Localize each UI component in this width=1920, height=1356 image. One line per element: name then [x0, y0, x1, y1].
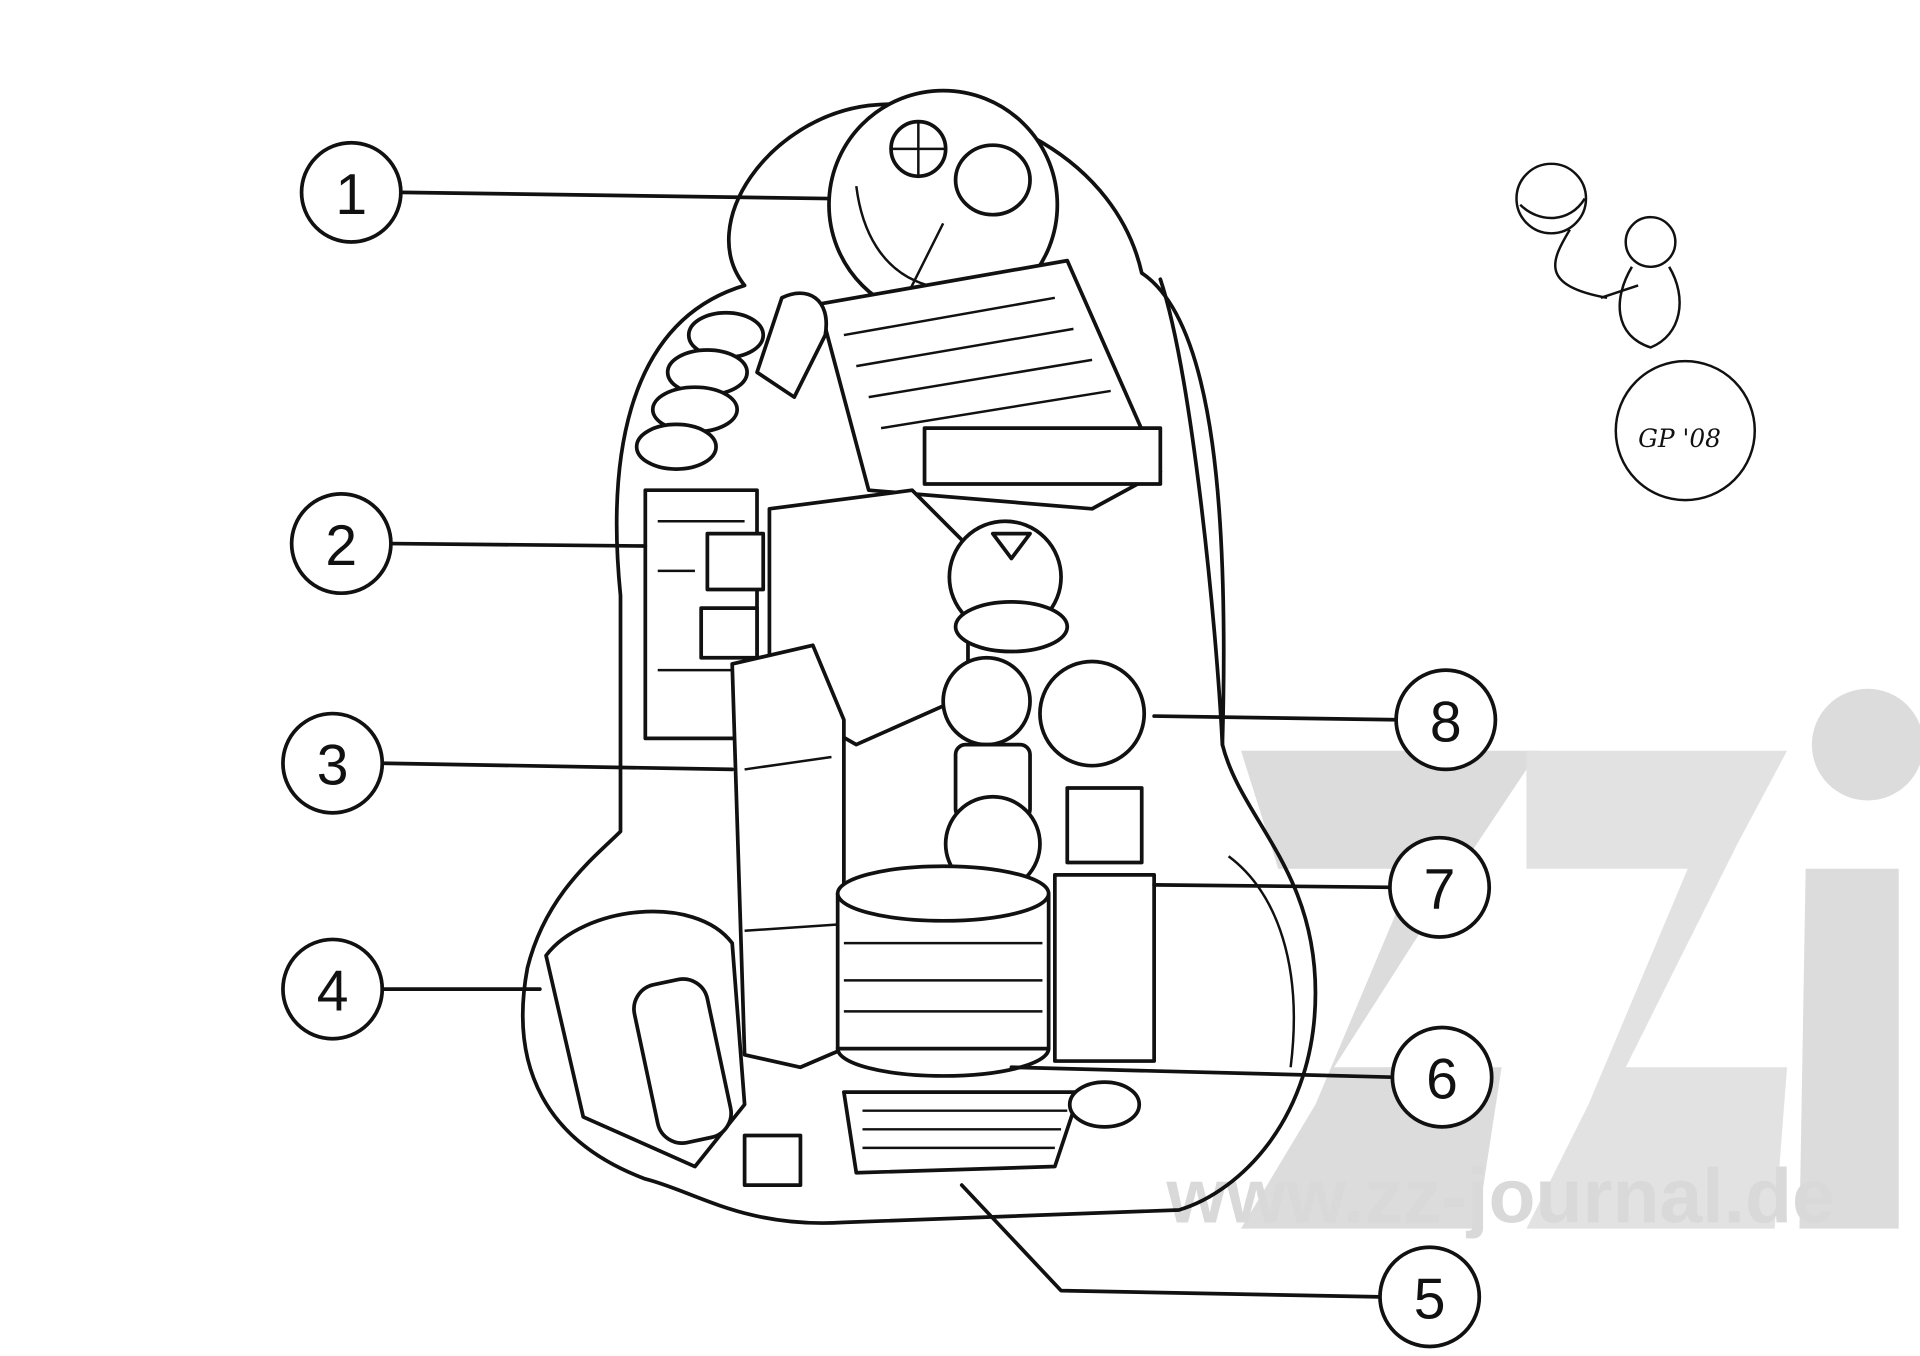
callout-1: 1 [299, 140, 403, 244]
callout-7: 7 [1388, 835, 1492, 939]
turbine-stack [835, 864, 1051, 1078]
callout-6: 6 [1390, 1025, 1494, 1129]
callout-8: 8 [1394, 668, 1498, 772]
leader-lines [380, 190, 1398, 1299]
callout-5: 5 [1378, 1245, 1482, 1349]
svg-text:6: 6 [1426, 1048, 1458, 1112]
lower-engine [544, 909, 803, 1188]
signature: GP '08 [1638, 424, 1721, 453]
svg-text:7: 7 [1424, 858, 1456, 922]
watermark-logo [1241, 688, 1920, 1229]
callout-4: 4 [281, 937, 385, 1041]
bottom-grille [842, 1080, 1142, 1175]
side-box [1052, 873, 1156, 1063]
signature-doodle: GP '08 [1515, 162, 1757, 502]
callout-3: 3 [281, 711, 385, 815]
electronics-rack [643, 488, 766, 741]
svg-text:5: 5 [1414, 1267, 1446, 1331]
svg-text:8: 8 [1430, 690, 1462, 754]
gas-spheres [941, 655, 1147, 893]
radiator-block [817, 258, 1163, 511]
svg-text:1: 1 [335, 163, 367, 227]
svg-text:3: 3 [317, 734, 349, 798]
long-tank [730, 643, 846, 1070]
callout-2: 2 [289, 492, 393, 596]
watermark-text: www.zz-journal.de [1166, 1153, 1835, 1239]
svg-text:2: 2 [325, 514, 357, 578]
hoses [634, 291, 829, 471]
svg-text:4: 4 [317, 960, 349, 1024]
